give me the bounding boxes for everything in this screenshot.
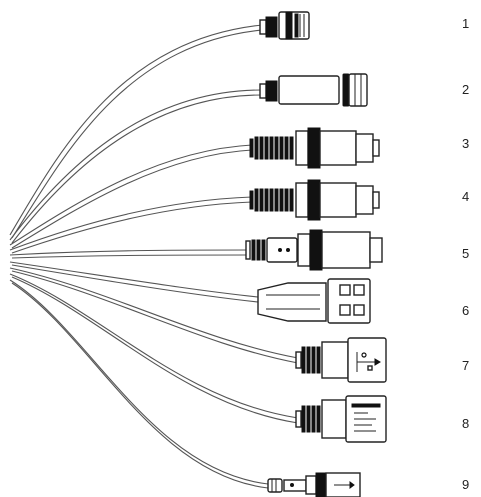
cable-9b: [11, 282, 269, 489]
power-jack-connector-icon: [259, 73, 368, 107]
cable-1b: [11, 29, 263, 239]
connector-label-2: 2: [462, 82, 469, 97]
audio-rca-connector-icon: [249, 179, 380, 221]
connector-label-6: 6: [462, 303, 469, 318]
connector-label-9: 9: [462, 477, 469, 492]
cable-5b: [11, 254, 249, 259]
audio-rca-connector-icon: [249, 127, 380, 169]
connector-label-7: 7: [462, 358, 469, 373]
connector-label-1: 1: [462, 16, 469, 31]
cable-9: [9, 279, 269, 485]
usb-connector-icon: [295, 337, 387, 383]
cable-8b: [11, 276, 299, 424]
dc-power-connector-icon: [245, 229, 383, 271]
cable-7b: [11, 270, 299, 364]
cable-1: [9, 24, 263, 236]
cable-4: [9, 196, 253, 251]
rj45-network-connector-icon: [295, 395, 387, 443]
cable-7: [9, 267, 299, 359]
cable-5: [9, 249, 249, 256]
cable-6b: [11, 264, 259, 303]
cable-6: [9, 261, 259, 298]
terminal-block-connector-icon: [257, 278, 371, 324]
cable-bundle: [9, 24, 299, 489]
connector-label-4: 4: [462, 189, 469, 204]
cable-2: [9, 89, 263, 241]
cable-3b: [11, 149, 253, 249]
connector-label-5: 5: [462, 246, 469, 261]
connector-label-3: 3: [462, 136, 469, 151]
cable-2b: [11, 94, 263, 244]
cable-3: [9, 144, 253, 246]
bnc-video-connector-icon: [259, 11, 310, 40]
connector-label-8: 8: [462, 416, 469, 431]
cable-8: [9, 273, 299, 419]
cable-4b: [11, 201, 253, 254]
reset-button-connector-icon: [267, 472, 361, 497]
